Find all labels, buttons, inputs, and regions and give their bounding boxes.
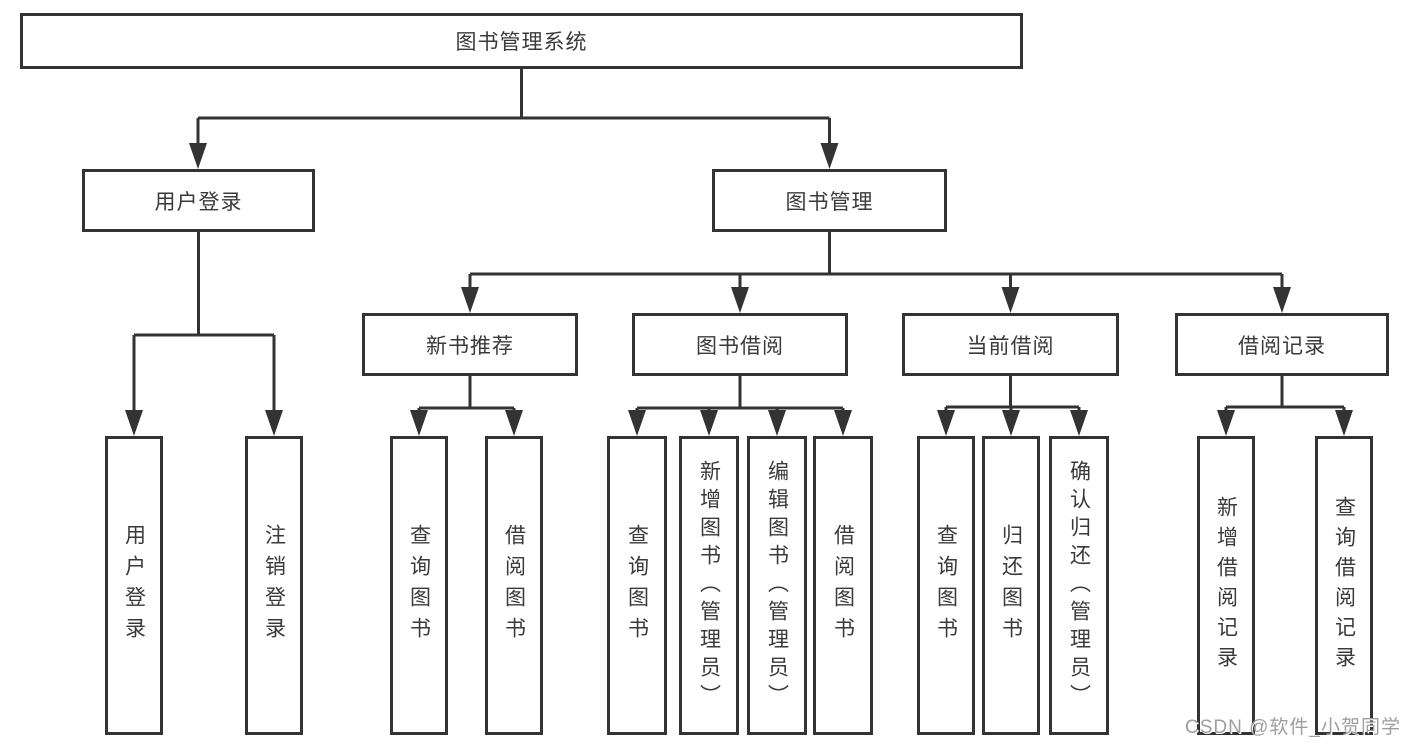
leaf-bookborrow-query: 查询图书 [607, 436, 667, 735]
node-root: 图书管理系统 [20, 13, 1023, 69]
leaf-bookborrow-borrow-label: 借阅图书 [831, 523, 855, 648]
leaf-current-return-label: 归还图书 [999, 523, 1023, 648]
leaf-bookborrow-add-label: 新增图书（管理员） [697, 459, 721, 712]
node-user-login: 用户登录 [82, 169, 315, 232]
leaf-record-add: 新增借阅记录 [1197, 436, 1255, 735]
node-borrow-record-label: 借阅记录 [1238, 334, 1326, 358]
leaf-bookborrow-borrow: 借阅图书 [813, 436, 873, 735]
node-new-book-rec-label: 新书推荐 [426, 334, 514, 358]
node-current-borrow: 当前借阅 [902, 313, 1119, 376]
leaf-current-query-label: 查询图书 [934, 523, 958, 648]
leaf-logout-label: 注销登录 [262, 523, 286, 648]
leaf-newbook-borrow: 借阅图书 [485, 436, 543, 735]
leaf-current-confirm-label: 确认归还（管理员） [1067, 459, 1091, 712]
leaf-newbook-query: 查询图书 [390, 436, 448, 735]
node-current-borrow-label: 当前借阅 [966, 334, 1055, 358]
node-book-borrow-label: 图书借阅 [696, 334, 784, 358]
leaf-current-return: 归还图书 [982, 436, 1040, 735]
node-book-mgmt: 图书管理 [712, 169, 947, 232]
leaf-current-query: 查询图书 [917, 436, 975, 735]
node-new-book-rec: 新书推荐 [362, 313, 578, 376]
leaf-record-add-label: 新增借阅记录 [1214, 495, 1238, 676]
leaf-record-query-label: 查询借阅记录 [1332, 495, 1356, 676]
leaf-bookborrow-add: 新增图书（管理员） [679, 436, 739, 735]
leaf-bookborrow-query-label: 查询图书 [625, 523, 649, 648]
node-book-mgmt-label: 图书管理 [785, 190, 874, 214]
leaf-record-query: 查询借阅记录 [1315, 436, 1373, 735]
node-borrow-record: 借阅记录 [1175, 313, 1389, 376]
node-root-label: 图书管理系统 [455, 31, 588, 54]
leaf-newbook-query-label: 查询图书 [407, 523, 431, 648]
csdn-watermark: CSDN @软件_小贺同学 [1185, 717, 1401, 738]
leaf-logout: 注销登录 [245, 436, 303, 735]
leaf-user-login-label: 用户登录 [122, 523, 146, 648]
node-user-login-label: 用户登录 [154, 190, 243, 214]
node-book-borrow: 图书借阅 [632, 313, 848, 376]
leaf-bookborrow-edit: 编辑图书（管理员） [747, 436, 807, 735]
leaf-current-confirm: 确认归还（管理员） [1049, 436, 1109, 735]
leaf-newbook-borrow-label: 借阅图书 [502, 523, 526, 648]
leaf-user-login: 用户登录 [105, 436, 163, 735]
leaf-bookborrow-edit-label: 编辑图书（管理员） [765, 459, 789, 712]
